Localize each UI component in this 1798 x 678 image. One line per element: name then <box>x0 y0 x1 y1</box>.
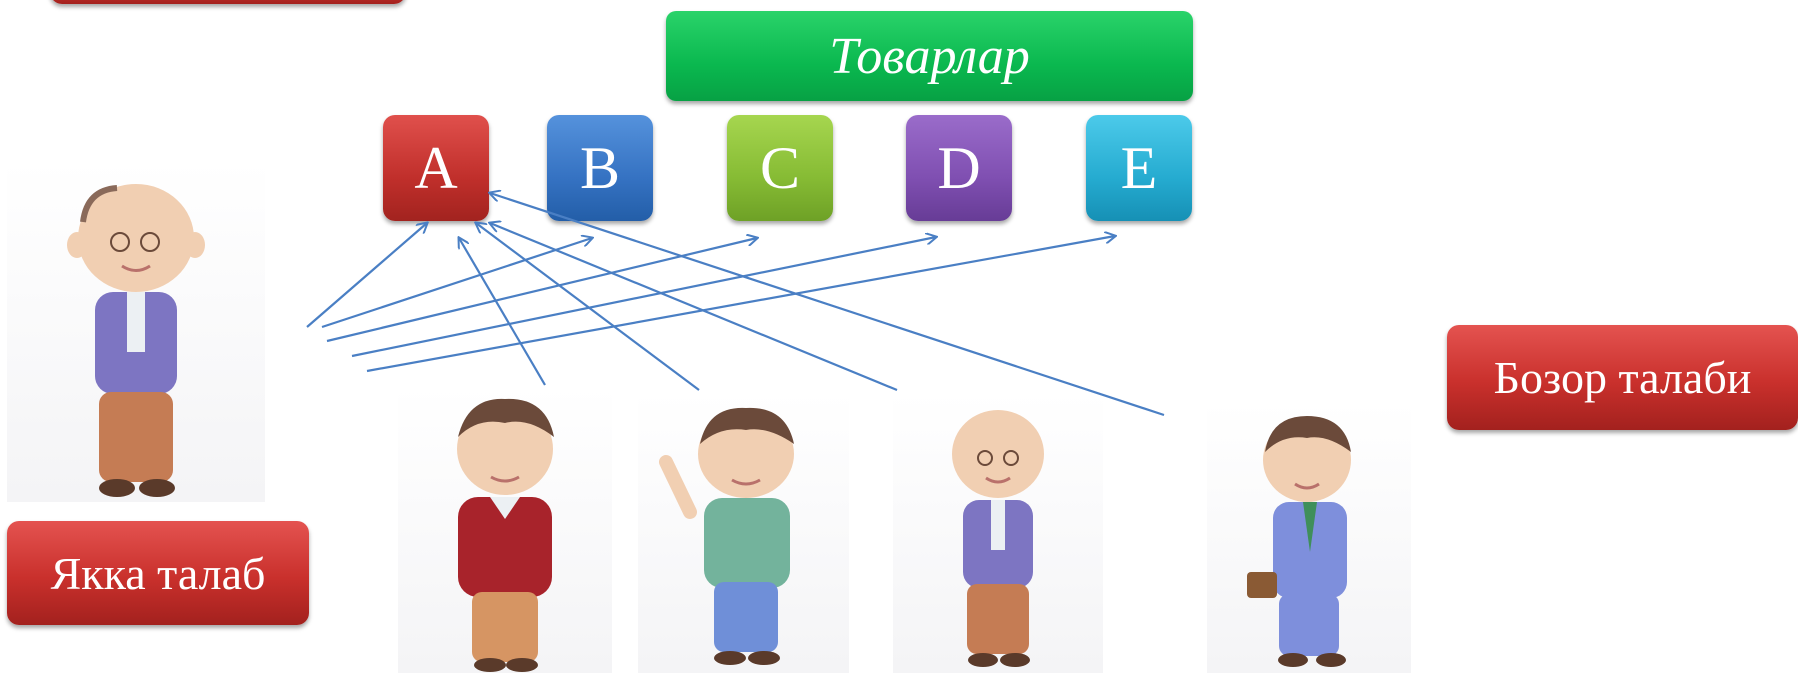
figure-waving-boy <box>638 392 849 673</box>
red-sweater-figure-icon <box>457 398 554 672</box>
goods-title: Товарлар <box>829 27 1030 85</box>
individual-demand-box: Якка талаб <box>7 521 309 625</box>
market-demand-label: Бозор талаби <box>1493 352 1752 403</box>
good-a-label: A <box>414 134 458 201</box>
good-d-box: D <box>906 115 1012 221</box>
good-c-box: C <box>727 115 833 221</box>
good-a-box: A <box>383 115 489 221</box>
arrow-elder-to-c <box>326 238 757 343</box>
figure-red-sweater <box>398 387 612 673</box>
good-b-label: B <box>579 134 621 201</box>
arrow-elder-to-a <box>306 223 427 328</box>
good-d-label: D <box>937 134 981 201</box>
arrow-red-sweater-to-a <box>459 238 546 386</box>
businessman-figure-icon <box>1247 416 1351 667</box>
figure-elder-left <box>7 160 265 502</box>
individual-demand-label: Якка талаб <box>50 547 266 599</box>
arrow-businessman-to-a <box>490 193 1165 417</box>
market-demand-box: Бозор талаби <box>1447 325 1798 430</box>
waving-boy-figure-icon <box>659 407 794 665</box>
figure-elder-middle <box>893 392 1103 673</box>
elder-figure-icon <box>67 184 205 497</box>
arrow-elder-to-d <box>351 237 936 358</box>
figure-businessman <box>1207 402 1411 673</box>
arrow-waving-boy-to-a <box>476 223 700 391</box>
arrow-elder-to-b <box>321 238 592 329</box>
good-e-label: E <box>1120 134 1158 201</box>
elder-figure-middle-icon <box>952 410 1044 667</box>
arrow-elder-to-e <box>366 236 1115 373</box>
top-label-box <box>50 0 406 4</box>
good-b-box: B <box>547 115 653 221</box>
good-c-label: C <box>759 134 801 201</box>
goods-title-box: Товарлар <box>666 11 1193 101</box>
arrow-elder-middle-to-a <box>490 223 898 392</box>
good-e-box: E <box>1086 115 1192 221</box>
